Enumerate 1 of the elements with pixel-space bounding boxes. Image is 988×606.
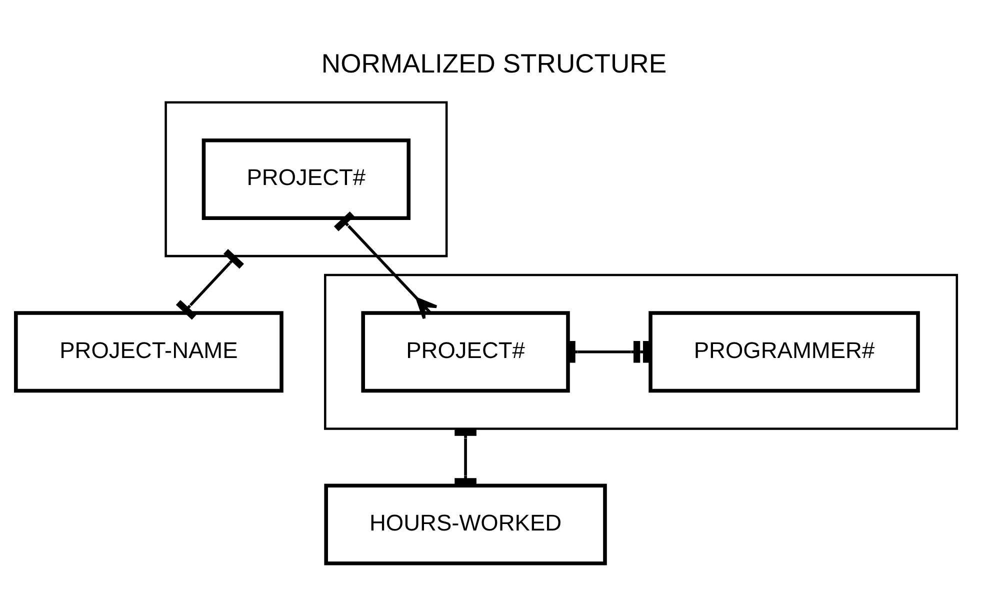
diagram-title: NORMALIZED STRUCTURE [321, 48, 667, 78]
